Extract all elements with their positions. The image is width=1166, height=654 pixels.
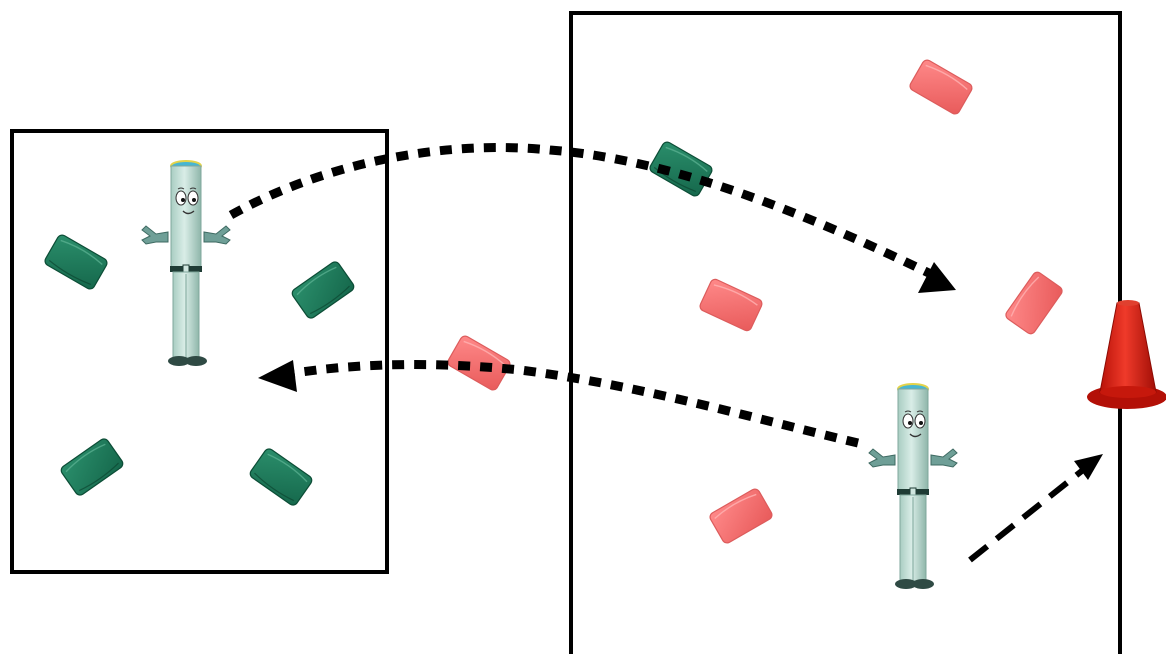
dashed-arrow-to-cone <box>968 454 1103 563</box>
green-beanbag-icon <box>42 232 110 292</box>
dotted-arrow-bottom <box>258 360 860 448</box>
red-beanbag-icon <box>697 277 765 333</box>
red-beanbag-icon <box>445 333 513 393</box>
green-beanbag-icon <box>58 436 126 498</box>
red-beanbag-icon <box>707 486 775 546</box>
tube-character-icon <box>868 383 958 590</box>
green-beanbag-icon <box>247 446 315 508</box>
right-area-frame <box>569 11 1122 654</box>
red-beanbag-icon <box>1003 269 1065 337</box>
dotted-arrow-top <box>228 143 956 293</box>
red-beanbag-icon <box>907 57 975 117</box>
traffic-cone-icon <box>1087 300 1166 409</box>
green-beanbag-icon <box>289 259 357 321</box>
left-area-frame <box>10 129 389 574</box>
tube-character-icon <box>141 160 231 367</box>
